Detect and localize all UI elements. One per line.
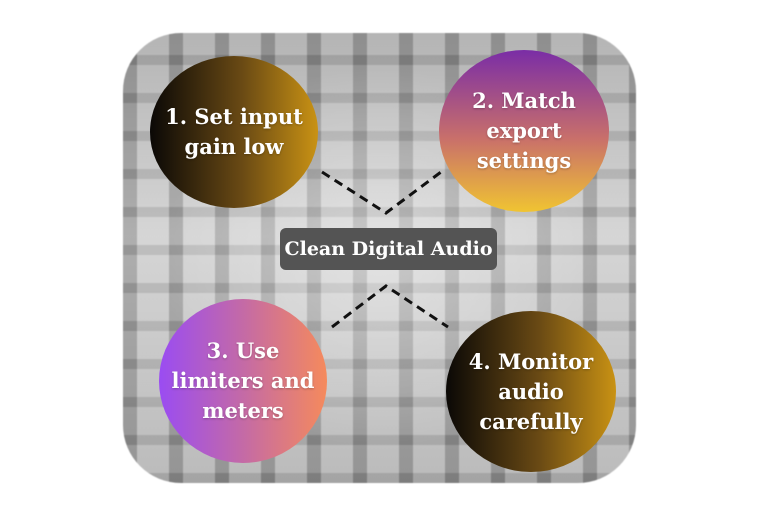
- connector-bottom: [331, 284, 449, 329]
- step-label-3: 3. Use limiters and meters: [171, 338, 315, 423]
- step-label-4: 4. Monitor audio carefully: [468, 348, 594, 434]
- step-circle-2: 2. Match export settings: [439, 50, 609, 212]
- center-title: Clean Digital Audio: [280, 228, 497, 270]
- step-circle-4: 4. Monitor audio carefully: [446, 311, 616, 472]
- step-circle-3: 3. Use limiters and meters: [159, 299, 327, 463]
- connector-top: [321, 170, 442, 215]
- step-label-2: 2. Match export settings: [472, 88, 576, 173]
- step-label-1: 1. Set input gain low: [165, 104, 303, 159]
- step-circle-1: 1. Set input gain low: [150, 56, 318, 208]
- center-title-text: Clean Digital Audio: [284, 238, 493, 260]
